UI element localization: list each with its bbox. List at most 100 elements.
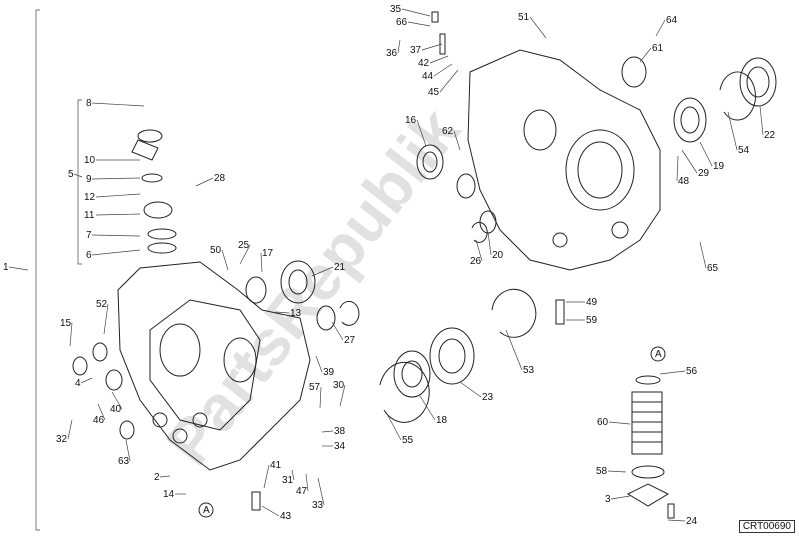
callout-41: 41 bbox=[270, 460, 282, 471]
leader-line-63 bbox=[125, 439, 131, 462]
leader-line-9 bbox=[91, 177, 141, 180]
sensor-bolts bbox=[251, 11, 675, 519]
callout-28: 28 bbox=[214, 173, 226, 184]
leader-line-13 bbox=[275, 311, 290, 314]
callout-50: 50 bbox=[210, 245, 222, 256]
leader-line-32 bbox=[67, 419, 73, 440]
leader-line-47 bbox=[305, 473, 309, 492]
callout-48: 48 bbox=[678, 176, 690, 187]
leader-line-25 bbox=[239, 244, 251, 265]
leader-line-15 bbox=[69, 322, 73, 347]
callout-42: 42 bbox=[418, 58, 430, 69]
callout-46: 46 bbox=[93, 415, 105, 426]
leader-line-64 bbox=[655, 19, 666, 37]
callout-4: 4 bbox=[75, 378, 81, 389]
callout-32: 32 bbox=[56, 434, 68, 445]
leader-line-21 bbox=[311, 266, 334, 277]
callout-23: 23 bbox=[482, 392, 494, 403]
leader-line-45 bbox=[439, 69, 459, 93]
callout-66: 66 bbox=[396, 17, 408, 28]
leader-line-66 bbox=[407, 21, 431, 27]
leader-line-53 bbox=[505, 329, 523, 371]
callout-26: 26 bbox=[470, 256, 482, 267]
leader-line-30 bbox=[339, 384, 346, 407]
leader-line-20 bbox=[487, 231, 492, 256]
leader-line-7 bbox=[91, 234, 141, 237]
callout-8: 8 bbox=[86, 98, 92, 109]
leader-line-57 bbox=[319, 386, 322, 409]
callout-57: 57 bbox=[309, 382, 321, 393]
leader-line-38 bbox=[321, 430, 334, 433]
leader-line-3 bbox=[610, 495, 631, 500]
callout-65: 65 bbox=[707, 263, 719, 274]
callout-52: 52 bbox=[96, 299, 108, 310]
leader-line-58 bbox=[607, 470, 627, 473]
callout-59: 59 bbox=[586, 315, 598, 326]
diagram-code: CRT00690 bbox=[738, 520, 795, 533]
callout-43: 43 bbox=[280, 511, 292, 522]
leader-line-62 bbox=[453, 130, 461, 151]
leader-line-11 bbox=[95, 213, 141, 216]
callout-44: 44 bbox=[422, 71, 434, 82]
callout-60: 60 bbox=[597, 417, 609, 428]
callout-37: 37 bbox=[410, 45, 422, 56]
leader-line-55 bbox=[385, 411, 402, 441]
view-marker-label: A bbox=[203, 505, 210, 516]
oil-filter-assembly bbox=[626, 375, 670, 507]
callout-17: 17 bbox=[262, 248, 274, 259]
callout-22: 22 bbox=[764, 130, 776, 141]
callout-24: 24 bbox=[686, 516, 698, 527]
circlips bbox=[339, 71, 756, 423]
leader-line-43 bbox=[261, 505, 280, 517]
leader-line-52 bbox=[103, 303, 109, 335]
leader-line-37 bbox=[421, 43, 443, 51]
leader-line-22 bbox=[759, 105, 764, 136]
callout-56: 56 bbox=[686, 366, 698, 377]
leader-line-17 bbox=[260, 252, 263, 273]
callout-51: 51 bbox=[518, 12, 530, 23]
leader-line-61 bbox=[639, 47, 652, 63]
callout-58: 58 bbox=[596, 466, 608, 477]
callout-30: 30 bbox=[333, 380, 345, 391]
callout-61: 61 bbox=[652, 43, 664, 54]
leader-line-56 bbox=[659, 370, 686, 375]
view-marker-a bbox=[198, 346, 666, 518]
group-bracket bbox=[77, 99, 82, 265]
callout-2: 2 bbox=[154, 472, 160, 483]
leader-line-65 bbox=[699, 241, 707, 269]
leader-line-4 bbox=[80, 377, 93, 384]
leader-line-29 bbox=[681, 149, 698, 174]
callout-21: 21 bbox=[334, 262, 346, 273]
callout-31: 31 bbox=[282, 475, 294, 486]
callout-11: 11 bbox=[84, 210, 95, 221]
leader-line-16 bbox=[416, 119, 427, 147]
callout-7: 7 bbox=[86, 230, 92, 241]
callout-62: 62 bbox=[442, 126, 454, 137]
callout-35: 35 bbox=[390, 4, 402, 15]
callout-38: 38 bbox=[334, 426, 346, 437]
callout-5: 5 bbox=[68, 169, 74, 180]
leader-line-46 bbox=[97, 403, 106, 421]
bearings bbox=[72, 56, 777, 440]
callout-19: 19 bbox=[713, 161, 725, 172]
callout-49: 49 bbox=[586, 297, 598, 308]
callout-13: 13 bbox=[290, 308, 302, 319]
leader-lines bbox=[8, 8, 764, 531]
callout-33: 33 bbox=[312, 500, 324, 511]
pump-stack bbox=[131, 129, 177, 254]
callout-9: 9 bbox=[86, 174, 92, 185]
crankcase-left-half bbox=[117, 261, 311, 471]
leader-line-41 bbox=[263, 464, 270, 489]
callout-1: 1 bbox=[3, 262, 9, 273]
callout-40: 40 bbox=[110, 404, 122, 415]
callout-labels: 1234567891011121314151617181920212223242… bbox=[3, 4, 776, 527]
leader-line-6 bbox=[91, 249, 141, 256]
callout-20: 20 bbox=[492, 250, 504, 261]
leader-line-48 bbox=[676, 155, 679, 182]
callout-25: 25 bbox=[238, 240, 250, 251]
callout-6: 6 bbox=[86, 250, 92, 261]
callout-18: 18 bbox=[436, 415, 448, 426]
watermark-text: PartsRepublik bbox=[152, 94, 474, 478]
